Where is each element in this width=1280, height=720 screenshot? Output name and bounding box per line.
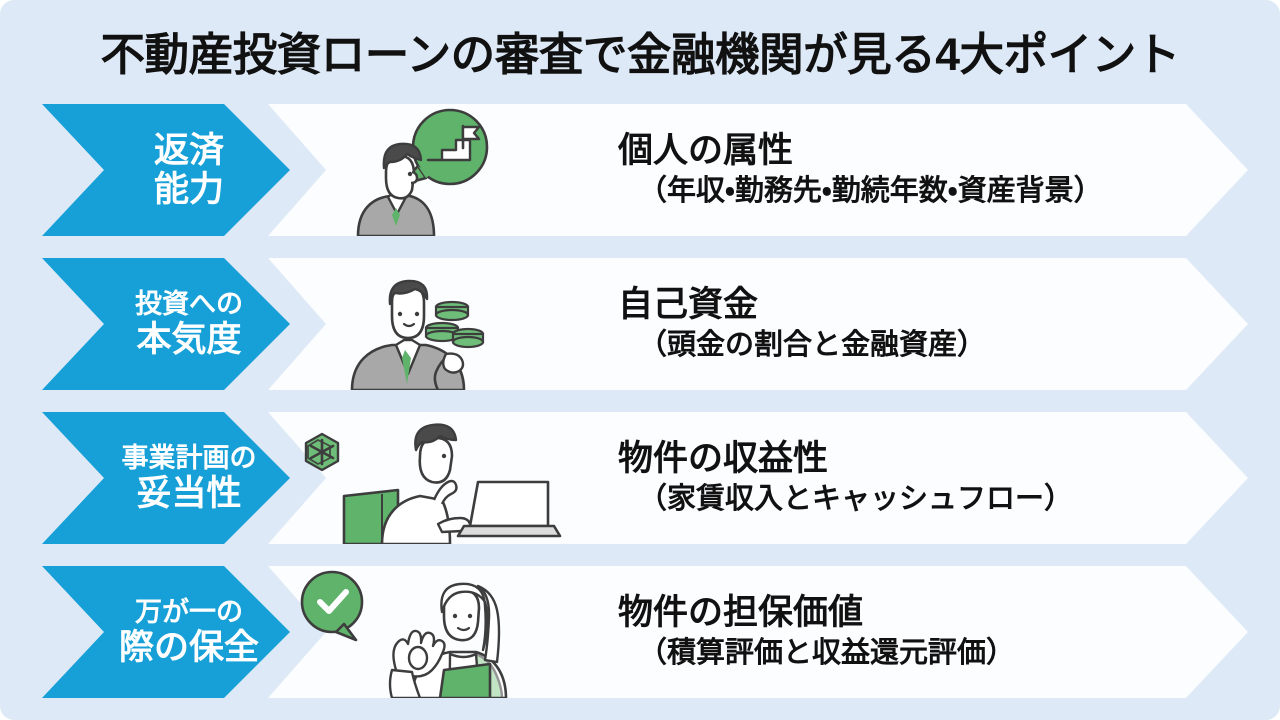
illustration-woman-ok-check	[300, 566, 570, 698]
page-title: 不動産投資ローンの審査で金融機関が見る4大ポイント	[100, 28, 1180, 80]
row-label-chevron: 返済 能力	[42, 104, 290, 236]
woman-figure	[388, 582, 508, 698]
row-label-line1: 投資への	[135, 289, 243, 320]
ok-hand-gesture	[392, 629, 446, 678]
coin-stacks	[424, 300, 485, 349]
row-heading: 物件の担保価値	[618, 593, 864, 633]
row-label-line2: 際の保全	[118, 627, 259, 667]
hexagon-asterisk-icon	[304, 432, 340, 472]
point-row: 返済 能力	[0, 104, 1280, 236]
title-area: 不動産投資ローンの審査で金融機関が見る4大ポイント	[0, 16, 1280, 92]
row-label-chevron: 万が一の 際の保全	[42, 566, 290, 698]
row-label-line2: 本気度	[136, 319, 242, 359]
businessman-with-coins-figure	[350, 279, 466, 390]
point-row: 投資への 本気度	[0, 258, 1280, 390]
row-label-line1: 事業計画の	[121, 443, 257, 474]
row-label-chevron: 事業計画の 妥当性	[42, 412, 290, 544]
illustration-man-profile-stairs-flag	[300, 104, 570, 236]
row-text-block: 物件の収益性 （家賃収入とキャッシュフロー）	[618, 412, 1073, 544]
row-text-block: 物件の担保価値 （積算評価と収益還元評価）	[618, 566, 1015, 698]
speech-bubble-stairs-flag	[398, 108, 489, 187]
illustration-man-laptop-thinking	[286, 412, 562, 544]
illustration-businessman-coins	[300, 258, 570, 390]
laptop	[456, 480, 562, 538]
point-row: 事業計画の 妥当性	[0, 412, 1280, 544]
row-subtext: （年収・勤務先・勤続年数・資産背景）	[638, 174, 1103, 207]
row-label-line2: 能力	[153, 170, 224, 209]
speech-bubble-check	[300, 570, 364, 642]
row-heading: 個人の属性	[618, 131, 794, 171]
row-heading: 自己資金	[618, 285, 759, 325]
row-subtext: （家賃収入とキャッシュフロー）	[638, 482, 1074, 515]
man-profile-figure	[356, 142, 436, 236]
row-heading: 物件の収益性	[618, 439, 829, 479]
row-subtext: （積算評価と収益還元評価）	[638, 636, 1016, 669]
row-label-line1: 返済	[153, 130, 224, 170]
row-text-block: 自己資金 （頭金の割合と金融資産）	[618, 258, 986, 390]
row-subtext: （頭金の割合と金融資産）	[638, 328, 987, 361]
row-label-line1: 万が一の	[135, 597, 243, 628]
point-row: 万が一の 際の保全	[0, 566, 1280, 698]
row-text-block: 個人の属性 （年収・勤務先・勤続年数・資産背景）	[618, 104, 1103, 236]
row-label-chevron: 投資への 本気度	[42, 258, 290, 390]
man-at-laptop-figure	[380, 423, 472, 544]
row-label-line2: 妥当性	[136, 473, 242, 513]
